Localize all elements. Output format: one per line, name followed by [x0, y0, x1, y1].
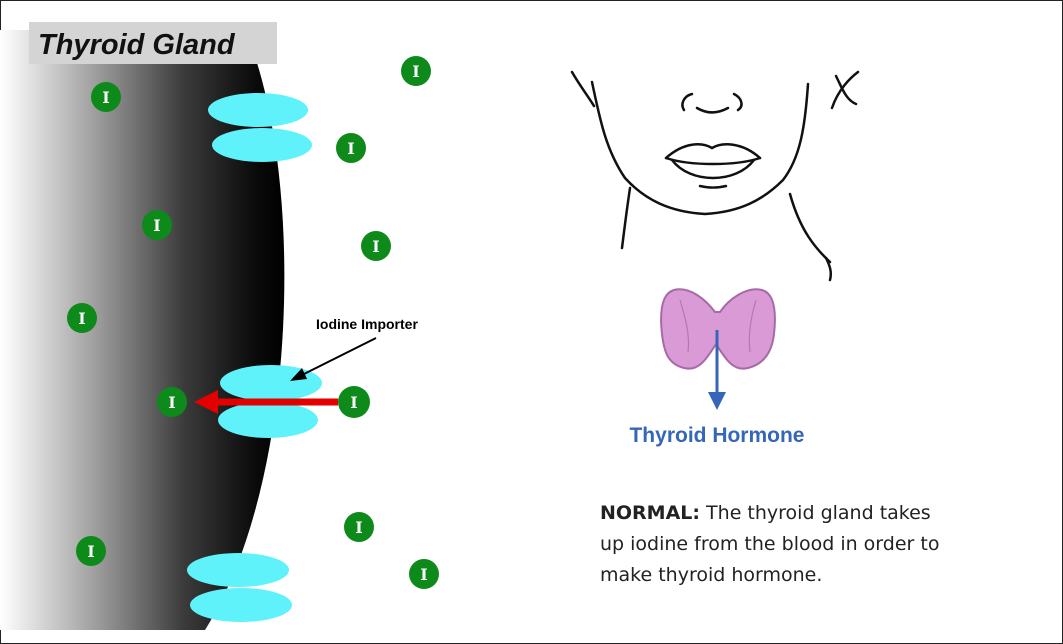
neck-illustration [572, 72, 858, 280]
iodine-icon: I [142, 210, 172, 240]
caption-text: NORMAL: The thyroid gland takes up iodin… [600, 498, 960, 591]
iodine-icon: I [91, 82, 121, 112]
importer-label: Iodine Importer [316, 316, 418, 332]
iodine-icon: I [67, 303, 97, 333]
importer-pointer-arrow [290, 338, 376, 381]
svg-text:I: I [153, 216, 160, 235]
svg-text:I: I [78, 309, 85, 328]
svg-text:I: I [412, 62, 419, 81]
svg-text:I: I [168, 393, 175, 412]
svg-text:I: I [350, 393, 357, 412]
caption-lead: NORMAL: [600, 502, 700, 524]
svg-text:I: I [347, 139, 354, 158]
iodine-icon-inside: I [157, 387, 187, 417]
svg-text:I: I [87, 542, 94, 561]
title-text: Thyroid Gland [38, 29, 236, 61]
svg-text:I: I [372, 237, 379, 256]
iodine-icon: I [409, 559, 439, 589]
hormone-label: Thyroid Hormone [629, 424, 804, 447]
iodine-icon: I [344, 512, 374, 542]
iodine-icon: I [76, 536, 106, 566]
svg-text:I: I [420, 565, 427, 584]
svg-text:I: I [102, 88, 109, 107]
iodine-icon-entering: I [338, 386, 370, 418]
iodine-icon: I [336, 133, 366, 163]
svg-text:I: I [355, 518, 362, 537]
iodine-icon: I [401, 56, 431, 86]
iodine-icon: I [361, 231, 391, 261]
